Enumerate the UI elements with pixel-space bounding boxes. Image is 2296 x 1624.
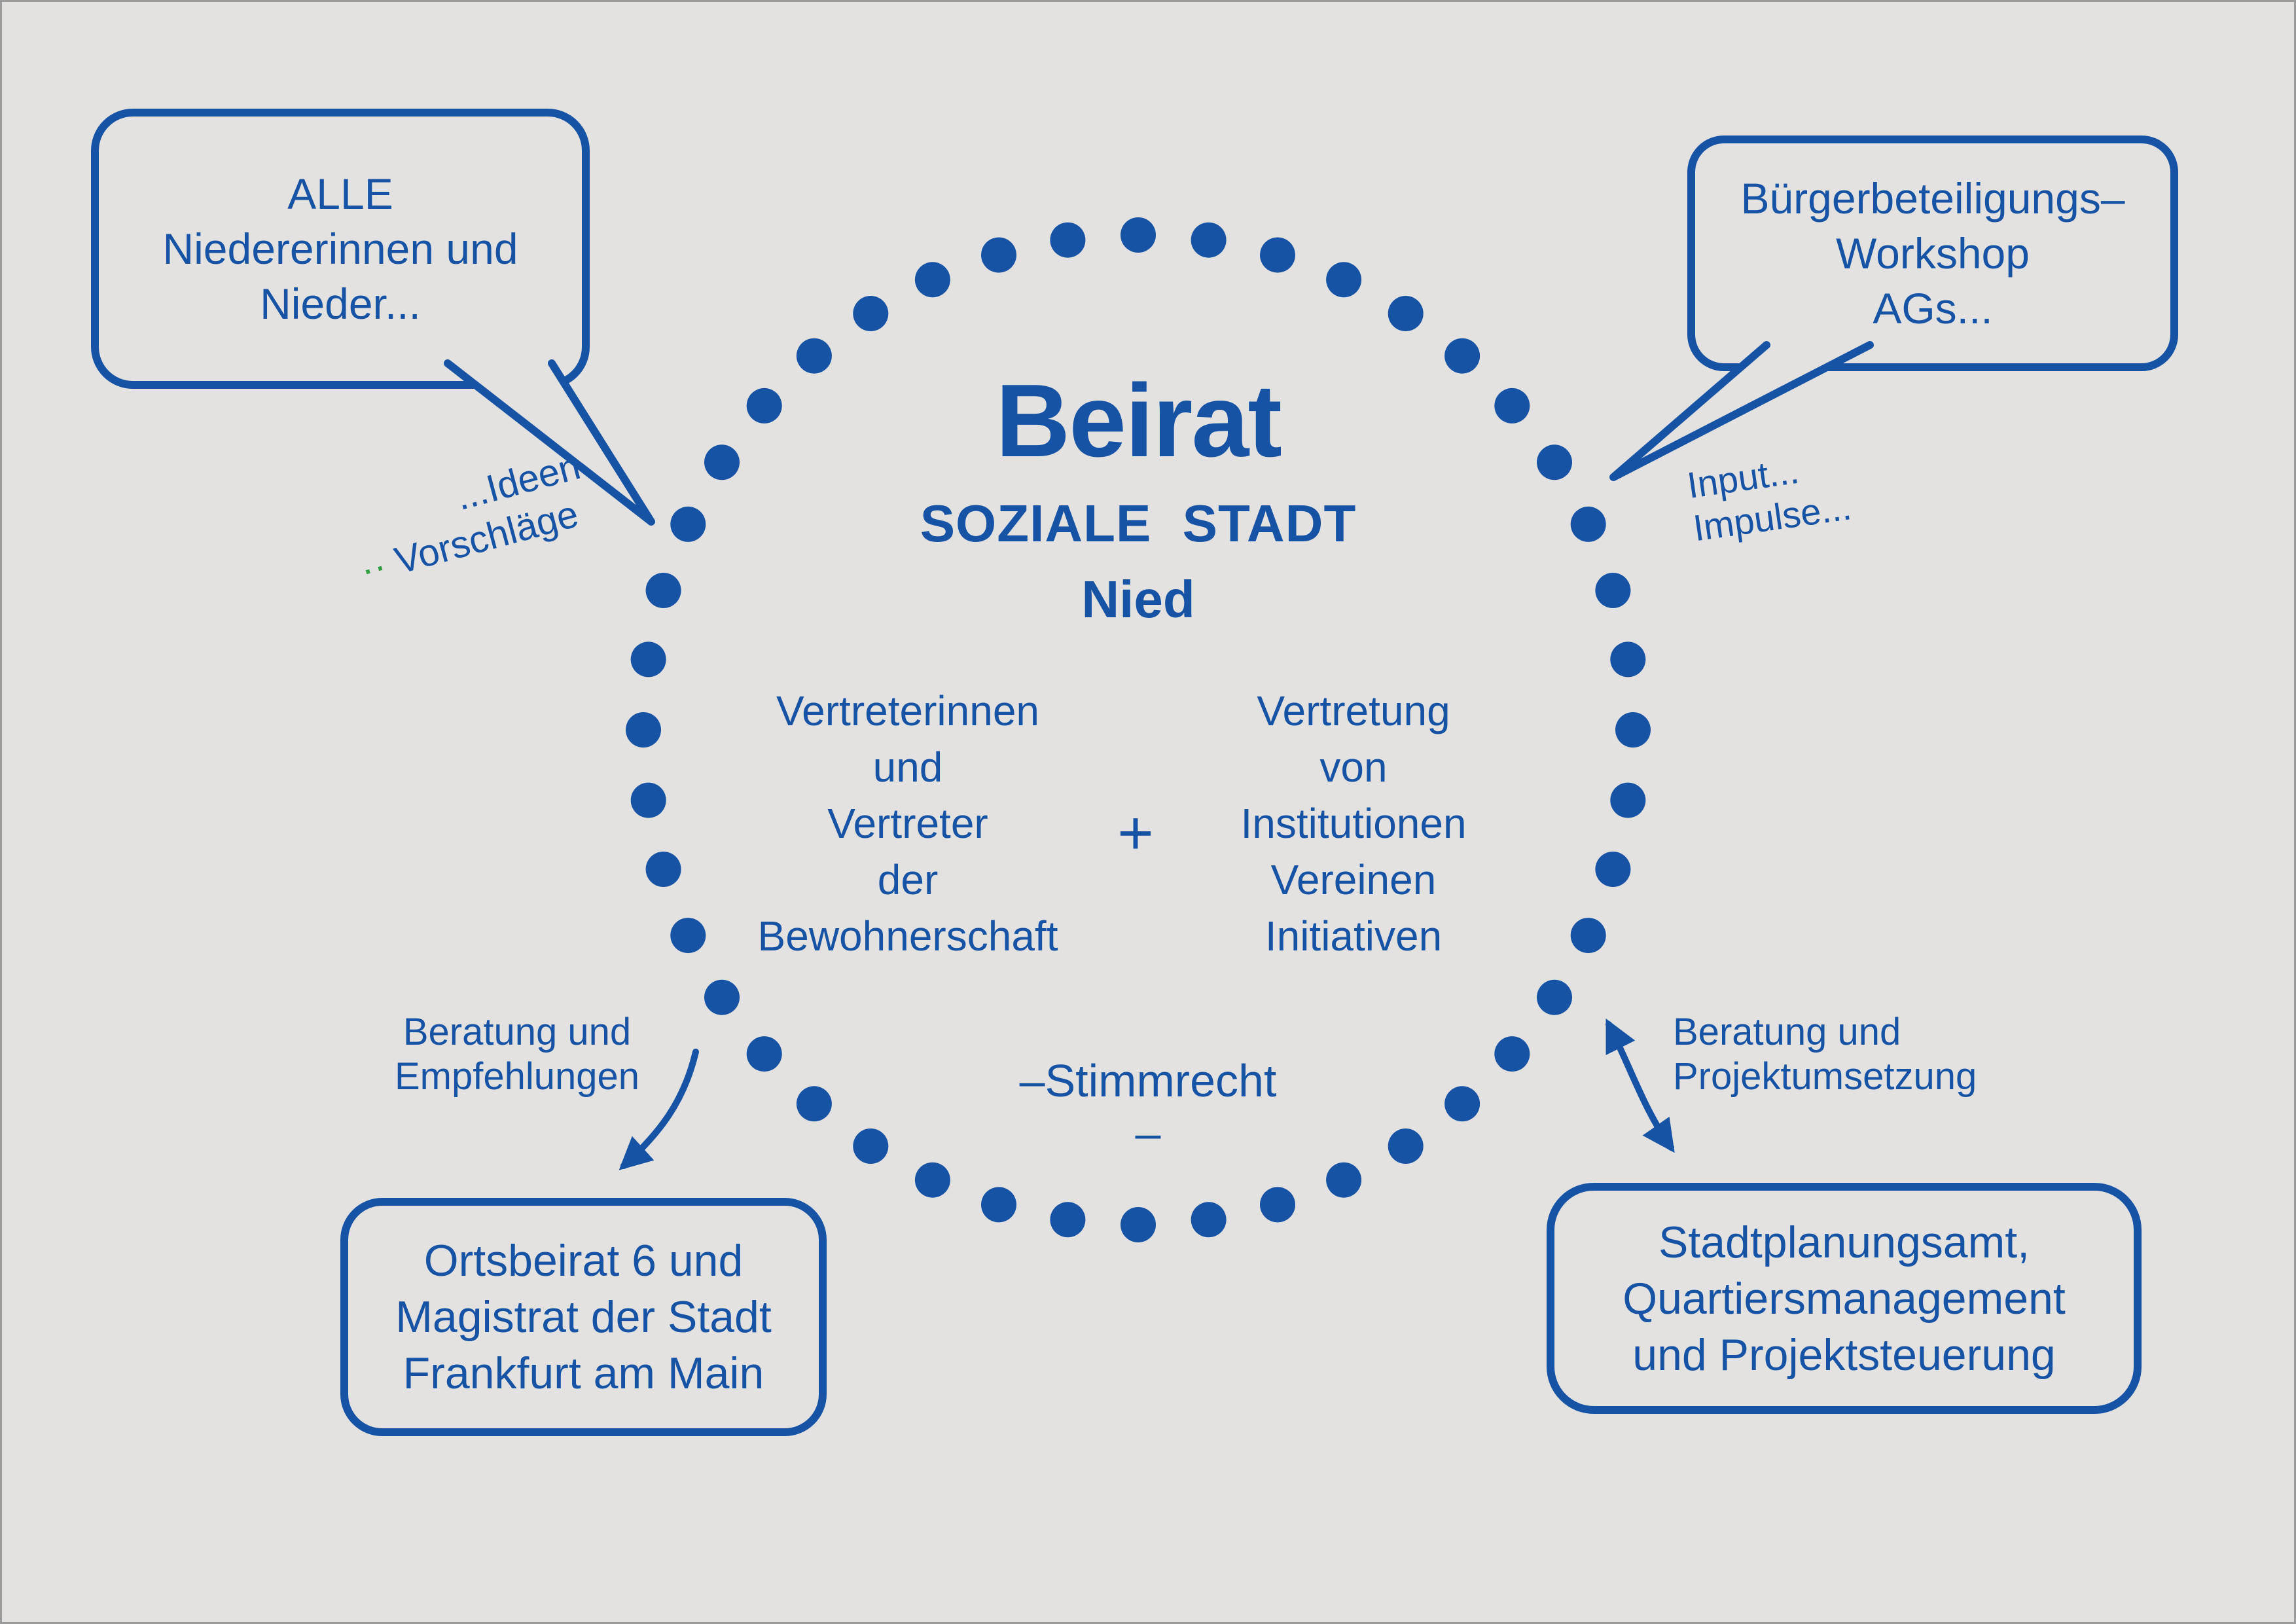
box-line: Stadtplanungsamt, — [1658, 1217, 2030, 1267]
circle-dot — [630, 782, 666, 818]
circle-dot — [1326, 262, 1362, 298]
note-input-impulse: Input... Impulse... — [1685, 426, 1969, 550]
bubble-line: Nieder... — [260, 280, 421, 328]
circle-dot — [746, 388, 782, 424]
circle-dot — [981, 1187, 1016, 1223]
bubble-line: Niedererinnen und — [162, 225, 518, 273]
circle-dot — [1610, 641, 1646, 677]
circle-dot — [1595, 573, 1631, 608]
note-ideen-vorschlaege: ...Ideen ·· Vorschläge — [344, 424, 671, 593]
diagram-title: Beirat — [996, 363, 1282, 478]
circle-dot — [796, 338, 832, 374]
circle-dot — [746, 1036, 782, 1072]
right-column-line: Initiativen — [1265, 912, 1443, 960]
circle-dot — [1050, 222, 1086, 258]
circle-dot — [1615, 712, 1651, 748]
speech-bubble-residents: ALLE Niedererinnen und Nieder... — [91, 109, 590, 389]
right-column-line: Vertretung — [1257, 687, 1450, 734]
right-column-line: von — [1319, 744, 1388, 791]
label-line: Projektumsetzung — [1673, 1055, 1977, 1098]
circle-dot — [1388, 296, 1424, 331]
circle-dot — [1191, 1202, 1227, 1238]
circle-dot — [1050, 1202, 1086, 1238]
label-line: Beratung und — [403, 1011, 632, 1053]
circle-dot — [645, 852, 681, 887]
diagram-subtitle-nied: Nied — [1081, 570, 1195, 628]
circle-dot — [1610, 782, 1646, 818]
circle-dot — [1595, 852, 1631, 887]
box-line: Ortsbeirat 6 und — [423, 1236, 744, 1286]
box-stadtplanungsamt: Stadtplanungsamt, Quartiersmanagement un… — [1547, 1183, 2142, 1414]
circle-dot — [1388, 1128, 1424, 1164]
circle-dot — [630, 641, 666, 677]
circle-dot — [1537, 444, 1572, 480]
label-beratung-empfehlungen: Beratung und Empfehlungen — [353, 1010, 681, 1099]
left-column-line: Bewohnerschaft — [757, 912, 1058, 960]
circle-dot — [1260, 237, 1295, 273]
plus-sign: + — [1117, 799, 1154, 868]
circle-dot — [1494, 1036, 1530, 1072]
circle-dot — [914, 1162, 950, 1198]
voting-right-label: –Stimmrecht – — [1019, 1055, 1277, 1159]
circle-dot — [645, 573, 681, 608]
box-line: und Projektsteuerung — [1632, 1329, 2056, 1380]
label-line: Empfehlungen — [394, 1055, 640, 1098]
circle-dot — [1494, 388, 1530, 424]
bubble-line: AGs... — [1873, 284, 1993, 333]
box-line: Magistrat der Stadt — [395, 1292, 772, 1342]
circle-dot — [1444, 1086, 1480, 1122]
circle-dot — [1537, 979, 1572, 1015]
left-column-line: Vertreter — [827, 800, 988, 847]
circle-dot — [670, 506, 706, 542]
left-column-line: der — [877, 856, 939, 903]
circle-dot — [1326, 1162, 1362, 1198]
circle-dot — [796, 1086, 832, 1122]
circle-dot — [1121, 1207, 1156, 1242]
bubble-line: Workshop — [1836, 229, 2030, 278]
circle-dot — [626, 712, 661, 748]
circle-dot — [704, 979, 740, 1015]
box-line: Quartiersmanagement — [1623, 1273, 2066, 1324]
left-column-residents: Vertreterinnen und Vertreter der Bewohne… — [679, 683, 1137, 964]
diagram-subtitle: SOZIALE STADT — [920, 494, 1357, 552]
right-column-line: Vereinen — [1270, 856, 1437, 903]
circle-dot — [1444, 338, 1480, 374]
green-dots: ·· — [355, 543, 391, 592]
box-line: Frankfurt am Main — [403, 1348, 764, 1398]
label-line: Beratung und — [1673, 1011, 1901, 1053]
circle-dot — [1260, 1187, 1295, 1223]
left-column-line: Vertreterinnen — [776, 687, 1040, 734]
circle-dot — [853, 1128, 889, 1164]
right-column-institutions: Vertretung von Institutionen Vereinen In… — [1124, 683, 1583, 964]
right-column-line: Institutionen — [1240, 800, 1467, 847]
bubble-line: ALLE — [287, 170, 393, 218]
bubble-line: Bürgerbeteiligungs– — [1740, 174, 2125, 223]
circle-dot — [1121, 217, 1156, 253]
circle-dot — [1570, 506, 1606, 542]
arrow-stadtplanungsamt — [1605, 1019, 1675, 1153]
circle-dot — [704, 444, 740, 480]
label-beratung-projektumsetzung: Beratung und Projektumsetzung — [1673, 1010, 2039, 1099]
left-column-line: und — [872, 744, 943, 791]
circle-dot — [981, 237, 1016, 273]
speech-bubble-workshop: Bürgerbeteiligungs– Workshop AGs... — [1687, 135, 2178, 371]
circle-dot — [1191, 222, 1227, 258]
circle-dot — [853, 296, 889, 331]
box-ortsbeirat: Ortsbeirat 6 und Magistrat der Stadt Fra… — [340, 1198, 827, 1436]
circle-dot — [914, 262, 950, 298]
